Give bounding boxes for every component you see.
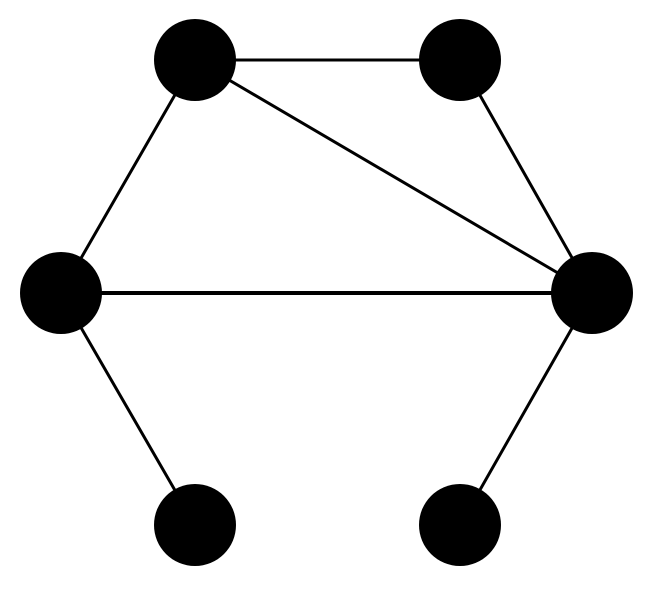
node-middle-right [551, 252, 633, 334]
edge-middle-right-bottom-right [458, 291, 594, 527]
node-top-left [154, 19, 236, 101]
node-bottom-right [419, 484, 501, 566]
edge-top-left-middle-left [59, 58, 197, 295]
edge-middle-left-bottom-left [59, 291, 197, 527]
edge-top-right-middle-right [458, 58, 594, 295]
node-bottom-left [154, 484, 236, 566]
edge-top-left-middle-right [193, 58, 594, 295]
node-top-right [419, 19, 501, 101]
node-middle-left [20, 252, 102, 334]
